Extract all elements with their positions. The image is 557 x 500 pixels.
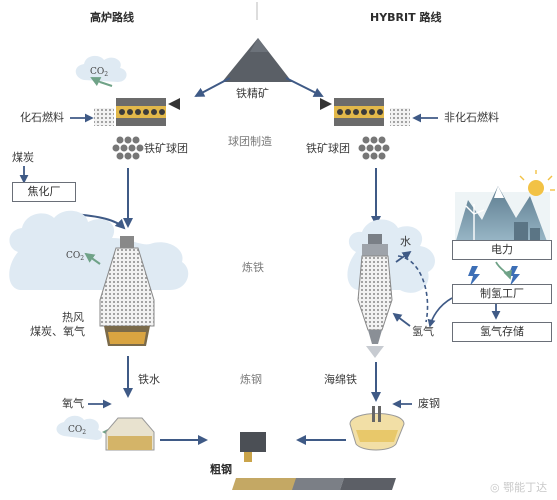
stage-steelmaking: 炼钢 <box>240 373 262 386</box>
crude-steel-label: 粗钢 <box>210 463 232 476</box>
co2-label-mid: CO2 <box>66 251 85 262</box>
arrow-co2-2 <box>84 252 101 265</box>
electric-arc-furnace <box>349 406 405 451</box>
right-route-title: HYBRIT 路线 <box>370 11 442 24</box>
water-label: 水 <box>400 235 411 248</box>
blast-furnace <box>99 236 155 346</box>
arrow-h2-storage-to-furnace <box>427 297 453 328</box>
hot-blast-label: 热风 <box>62 311 84 324</box>
non-fossil-fuel-label: 非化石燃料 <box>444 111 499 124</box>
sun-icon <box>528 180 544 196</box>
hydrogen-label: 氢气 <box>412 325 434 338</box>
pellet-pile-right <box>358 136 390 160</box>
crude-steel-slabs <box>232 478 396 490</box>
arrow-hydrogen-in <box>392 312 411 327</box>
cloud-left-big <box>9 210 189 290</box>
coking-plant-box: 焦化厂 <box>12 182 76 202</box>
stage-ironmaking: 炼铁 <box>242 261 264 274</box>
electricity-box: 电力 <box>452 240 552 260</box>
shaft-furnace <box>357 234 393 358</box>
pellets-label-right: 铁矿球团 <box>306 142 350 155</box>
stage-pelletizing: 球团制造 <box>228 135 272 148</box>
pellet-pile-left <box>112 136 144 160</box>
pellet-machine-left <box>94 98 180 126</box>
hydrogen-storage-box: 氢气存储 <box>452 322 552 342</box>
molten-iron-label: 铁水 <box>138 373 160 386</box>
pellet-machine-right <box>320 98 410 126</box>
fossil-fuel-label: 化石燃料 <box>20 111 64 124</box>
arrow-power-to-h2 <box>495 261 512 280</box>
co2-label-top: CO2 <box>90 67 109 78</box>
cloud-left-bottom <box>56 415 103 440</box>
sponge-iron-label: 海绵铁 <box>324 373 357 386</box>
watermark: ◎ 鄂能丁达 <box>490 481 548 494</box>
left-route-title: 高炉路线 <box>90 11 134 24</box>
renewable-energy-illustration <box>455 170 555 244</box>
arrow-co2-1 <box>99 81 113 87</box>
arrow-water <box>395 250 412 263</box>
cloud-left-top <box>75 55 127 82</box>
iron-ore-label: 铁精矿 <box>236 87 269 100</box>
iron-ore-pile <box>222 38 292 82</box>
wind-turbine-icon <box>465 204 485 240</box>
coal-label: 煤炭 <box>12 151 34 164</box>
arrow-ore-right <box>285 77 324 97</box>
arrow-ore-left <box>194 77 231 97</box>
oxygen-label: 氧气 <box>62 397 84 410</box>
hydrogen-plant-box: 制氢工厂 <box>452 284 552 304</box>
pellets-label-left: 铁矿球团 <box>144 142 188 155</box>
scrap-label: 废钢 <box>418 397 440 410</box>
lightning-icon <box>468 266 520 286</box>
crude-steel-ladle <box>240 432 266 462</box>
co2-label-bottom: CO2 <box>68 425 87 436</box>
coal-oxygen-label: 煤炭、氧气 <box>30 325 85 338</box>
converter <box>105 417 155 451</box>
